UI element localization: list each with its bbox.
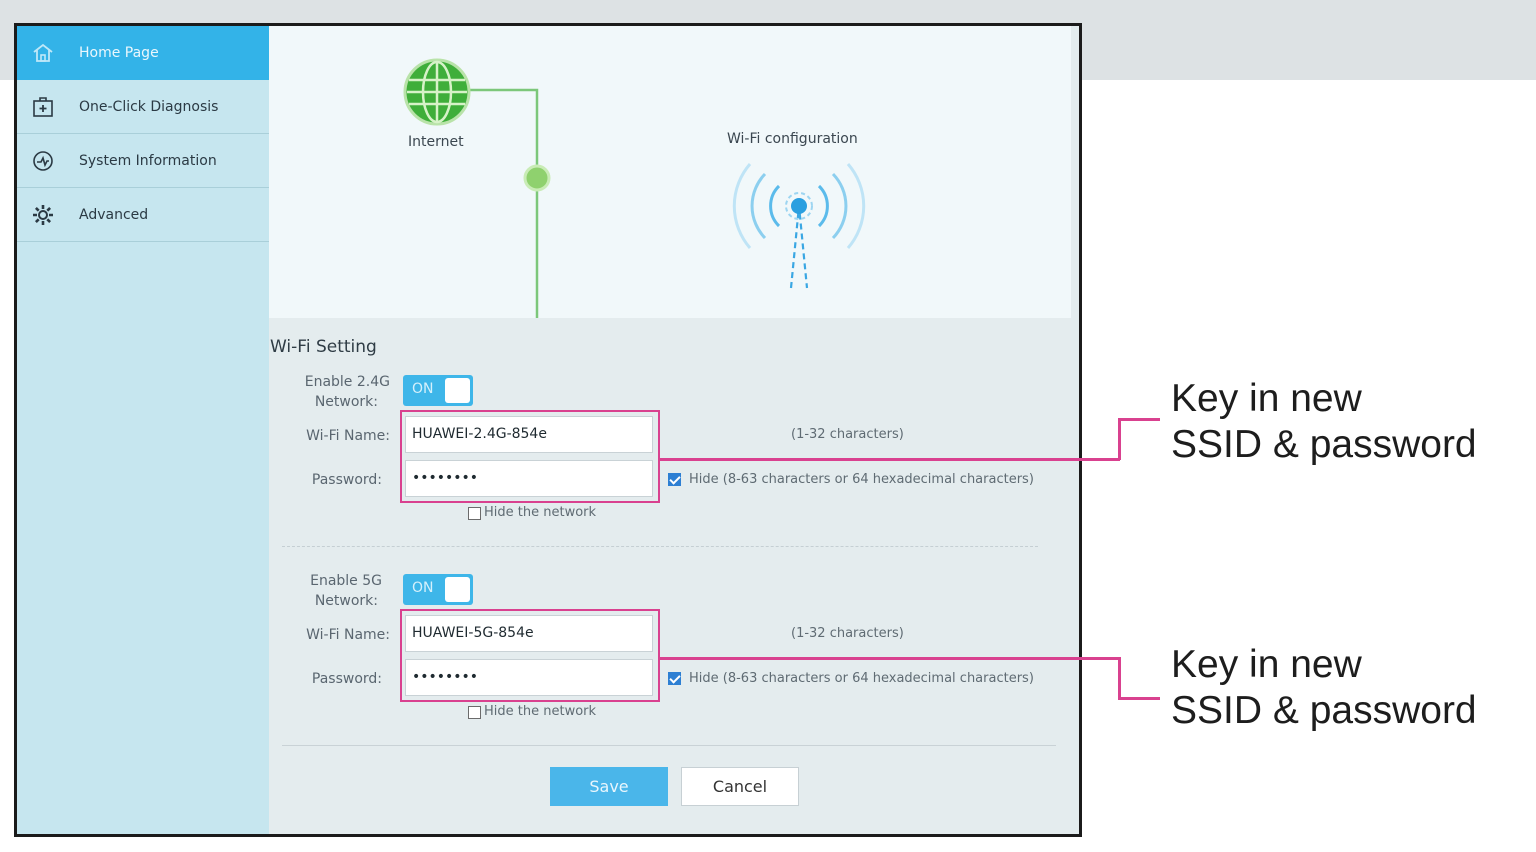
wifi-name-24g-label: Wi-Fi Name: — [306, 428, 390, 444]
sidebar: Home Page One-Click Diagnosis System Inf… — [17, 26, 279, 834]
internet-label: Internet — [408, 134, 464, 150]
wifi-settings-panel — [269, 318, 1071, 834]
enable-24g-toggle[interactable]: ON — [403, 375, 473, 406]
toggle-knob — [445, 378, 470, 403]
enable-24g-label-line2: Network: — [314, 394, 378, 410]
callout-5g-line2: SSID & password — [1171, 689, 1477, 732]
network-diagram: Internet Wi-Fi configuration — [269, 26, 1071, 318]
diagram-graphics — [403, 58, 866, 318]
globe-icon — [403, 58, 471, 126]
gear-icon — [31, 203, 55, 227]
hide-network-24g-label: Hide the network — [484, 505, 597, 520]
home-icon — [31, 41, 55, 65]
enable-24g-label-line1: Enable 2.4G — [304, 374, 390, 390]
wifi-configuration-label[interactable]: Wi-Fi configuration — [727, 131, 858, 147]
hide-password-24g-checkbox[interactable] — [668, 473, 681, 486]
sidebar-item-diagnosis[interactable]: One-Click Diagnosis — [17, 80, 269, 134]
sidebar-item-label: System Information — [79, 152, 217, 169]
password-5g-input[interactable]: •••••••• — [405, 659, 653, 696]
save-button[interactable]: Save — [550, 767, 668, 806]
toggle-on-text: ON — [412, 580, 434, 596]
sidebar-item-home[interactable]: Home Page — [17, 26, 279, 80]
hide-network-24g-checkbox[interactable] — [468, 507, 481, 520]
enable-5g-label: Enable 5G Network: — [296, 571, 382, 611]
buttons-separator — [282, 745, 1056, 746]
wifi-setting-title: Wi-Fi Setting — [270, 337, 377, 357]
enable-24g-label: Enable 2.4G Network: — [296, 372, 390, 412]
callout-line-24g-horizontal — [660, 458, 1120, 461]
hide-password-5g-checkbox[interactable] — [668, 672, 681, 685]
sidebar-item-advanced[interactable]: Advanced — [17, 188, 269, 242]
enable-5g-label-line2: Network: — [314, 593, 378, 609]
callout-5g: Key in new SSID & password — [1171, 642, 1477, 734]
callout-line-24g-tip — [1118, 418, 1160, 421]
callout-24g-line2: SSID & password — [1171, 423, 1477, 466]
sidebar-item-system-information[interactable]: System Information — [17, 134, 269, 188]
sidebar-item-label: Advanced — [79, 206, 149, 223]
callout-24g-line1: Key in new — [1171, 377, 1362, 420]
hide-password-24g-label: Hide (8-63 characters or 64 hexadecimal … — [689, 472, 1034, 487]
toggle-on-text: ON — [412, 381, 434, 397]
wifi-name-5g-input[interactable]: HUAWEI-5G-854e — [405, 615, 653, 652]
callout-line-5g-horizontal — [660, 657, 1120, 660]
wifi-name-5g-label: Wi-Fi Name: — [306, 627, 390, 643]
callout-24g: Key in new SSID & password — [1171, 376, 1477, 468]
callout-5g-line1: Key in new — [1171, 643, 1362, 686]
hide-password-5g-label: Hide (8-63 characters or 64 hexadecimal … — [689, 671, 1034, 686]
gauge-icon — [31, 149, 55, 173]
password-24g-label: Password: — [311, 472, 382, 488]
callout-line-24g-vertical — [1118, 418, 1121, 460]
enable-5g-label-line1: Enable 5G — [310, 573, 382, 589]
sidebar-item-label: Home Page — [79, 45, 159, 61]
sidebar-item-label: One-Click Diagnosis — [79, 98, 219, 115]
hide-network-5g-label: Hide the network — [484, 704, 597, 719]
toggle-knob — [445, 577, 470, 602]
password-24g-input[interactable]: •••••••• — [405, 460, 653, 497]
cancel-button[interactable]: Cancel — [681, 767, 799, 806]
wifi-signal-icon — [732, 163, 866, 289]
callout-line-5g-tip — [1118, 697, 1160, 700]
wifi-name-24g-hint: (1-32 characters) — [791, 427, 904, 442]
medkit-icon — [31, 95, 55, 119]
wifi-name-24g-input[interactable]: HUAWEI-2.4G-854e — [405, 416, 653, 453]
password-5g-label: Password: — [311, 671, 382, 687]
callout-line-5g-vertical — [1118, 657, 1121, 699]
hide-network-5g-checkbox[interactable] — [468, 706, 481, 719]
enable-5g-toggle[interactable]: ON — [403, 574, 473, 605]
band-separator — [282, 546, 1038, 547]
wifi-name-5g-hint: (1-32 characters) — [791, 626, 904, 641]
